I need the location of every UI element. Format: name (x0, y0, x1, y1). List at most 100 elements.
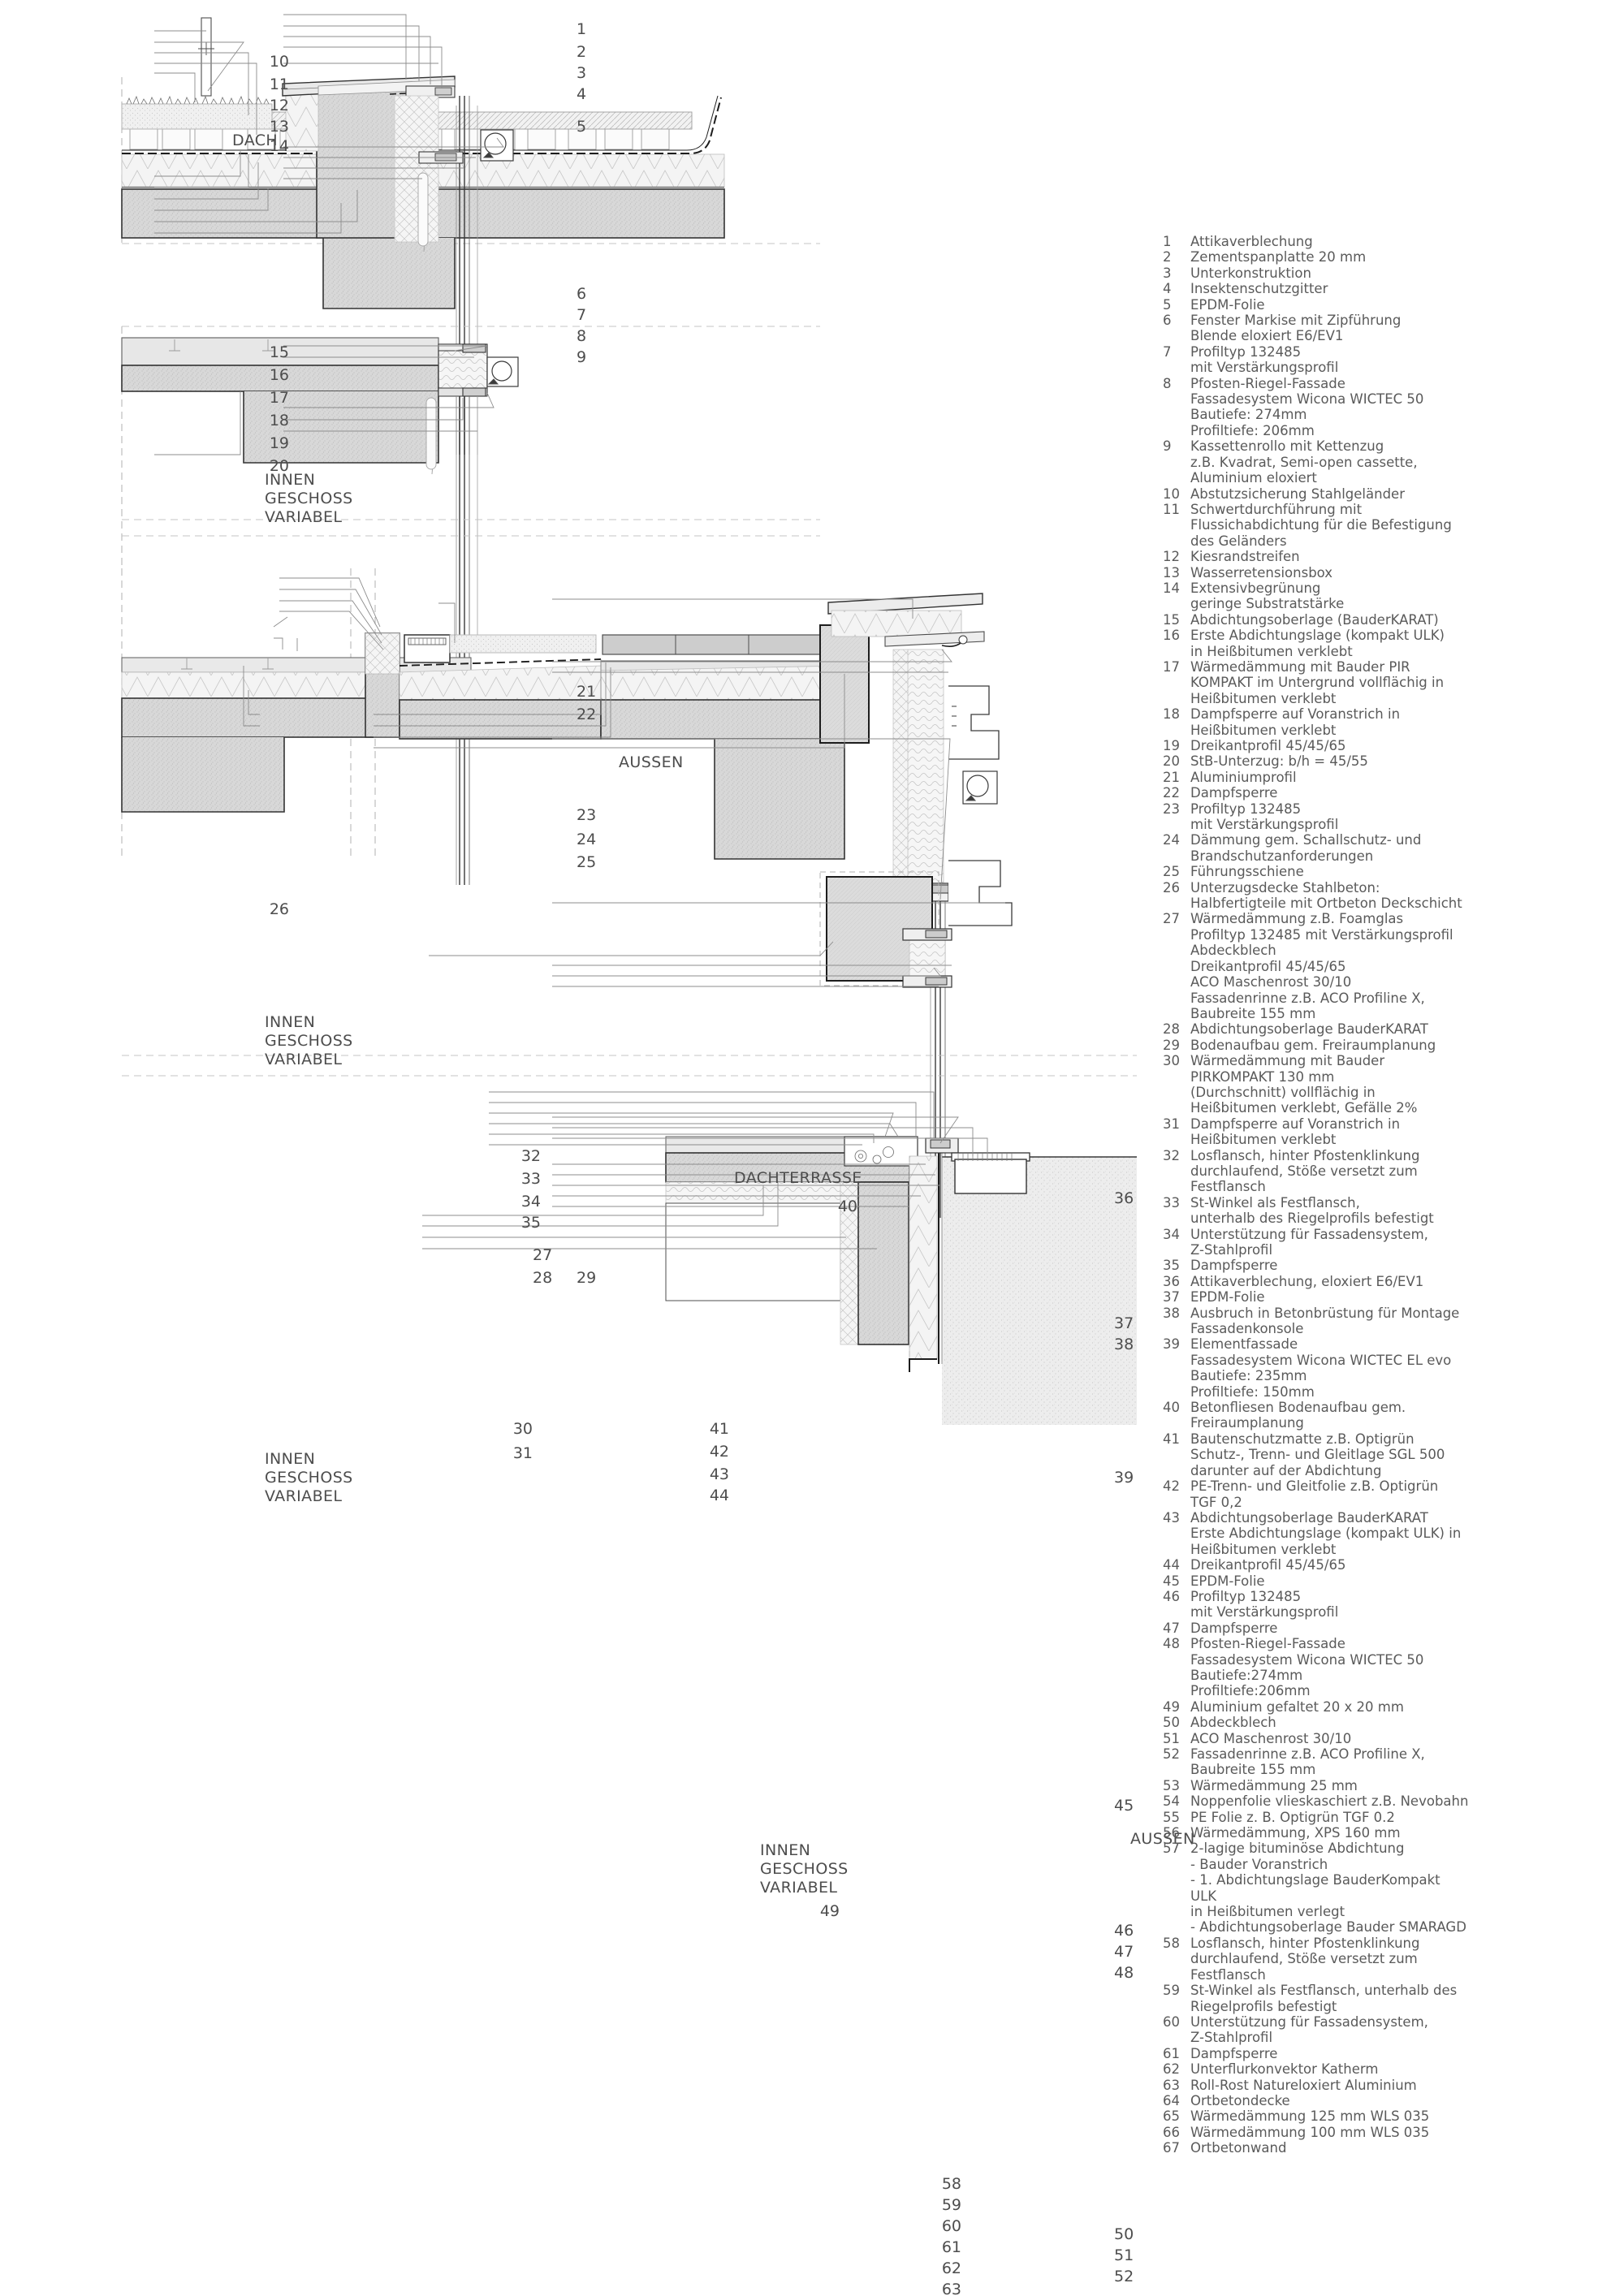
legend-item-line: Pfosten-Riegel-Fassade (1190, 375, 1345, 391)
zone-label-line: GESCHOSS (760, 1860, 849, 1878)
callout-number: 45 (1114, 1797, 1134, 1815)
legend-item-number: 3 (1163, 265, 1172, 281)
legend-item: 54 Noppenfolie vlieskaschiert z.B. Nevoba… (1163, 1793, 1488, 1809)
legend-item-line: unterhalb des Riegelprofils befestigt (1190, 1211, 1434, 1227)
legend-item-number: 42 (1163, 1478, 1180, 1495)
legend-item-number: 60 (1163, 2013, 1180, 2030)
legend-item-text: Dampfsperre (1190, 1621, 1488, 1636)
legend-item-number: 10 (1163, 486, 1180, 502)
legend-item-line: Unterkonstruktion (1190, 265, 1311, 281)
legend-item-number: 55 (1163, 1809, 1180, 1825)
legend-item-line: Abdeckblech (1190, 943, 1276, 959)
zone-label-line: VARIABEL (265, 1487, 343, 1505)
legend-item-line: Blende eloxiert E6/EV1 (1190, 328, 1344, 344)
legend-item-line: PIRKOMPAKT 130 mm (1190, 1068, 1335, 1085)
legend-item-line: Aluminiumprofil (1190, 769, 1297, 785)
legend-item-line: Heißbitumen verklebt (1190, 690, 1337, 706)
callout-number: 63 (941, 2281, 961, 2296)
legend-item-line: Wasserretensionsbox (1190, 564, 1333, 580)
legend-item-number: 1 (1163, 234, 1172, 249)
ground-floor-detail (665, 1136, 1137, 1425)
callout-number: 28 (533, 1269, 553, 1287)
callout-number: 27 (533, 1246, 553, 1264)
legend-item-line: Fassadesystem Wicona WICTEC EL evo (1190, 1352, 1452, 1368)
legend-item-line: TGF 0,2 (1190, 1494, 1242, 1510)
legend-item-text: Noppenfolie vlieskaschiert z.B. Nevobahn (1190, 1793, 1488, 1809)
legend-item-line: Wärmedämmung 100 mm WLS 035 (1190, 2124, 1430, 2140)
legend-item-text: Dampfsperre (1190, 1258, 1488, 1273)
legend-item-number: 23 (1163, 801, 1180, 817)
legend-item-line: Zementspanplatte 20 mm (1190, 249, 1367, 265)
zone-label-line: VARIABEL (760, 1879, 838, 1897)
legend-item-number: 45 (1163, 1573, 1180, 1589)
legend-item-number: 35 (1163, 1258, 1180, 1274)
legend-item-text: Attikaverblechung, eloxiert E6/EV1 (1190, 1274, 1488, 1289)
legend-item-number: 9 (1163, 438, 1172, 455)
legend-item-line: Heißbitumen verklebt (1190, 1541, 1337, 1557)
legend-item-text: Unterzugsdecke Stahlbeton:Halbfertigteil… (1190, 880, 1488, 912)
zone-label-line: INNEN (760, 1841, 811, 1859)
legend-item-line: durchlaufend, Stöße versetzt zum (1190, 1951, 1418, 1967)
legend-item-number: 53 (1163, 1777, 1180, 1793)
legend-item-line: - 1. Abdichtungslage BauderKompakt (1190, 1872, 1440, 1888)
legend-item-line: Ortbetondecke (1190, 2092, 1290, 2108)
legend-item-number: 67 (1163, 2140, 1180, 2156)
legend-item-line: Profiltyp 132485 (1190, 801, 1302, 817)
legend-item-line: mit Verstärkungsprofil (1190, 1604, 1339, 1621)
legend-item-number: 11 (1163, 501, 1180, 517)
zone-label-line: VARIABEL (265, 508, 343, 526)
legend-item: 3 Unterkonstruktion (1163, 265, 1488, 281)
legend-item-line: (Durchschnitt) vollflächig in (1190, 1084, 1376, 1100)
legend-item-number: 38 (1163, 1305, 1180, 1321)
zone-label-line: GESCHOSS (265, 1032, 353, 1050)
callout-number: 37 (1114, 1314, 1134, 1332)
legend-item-number: 19 (1163, 738, 1180, 753)
legend-item-number: 41 (1163, 1431, 1180, 1447)
legend-item-line: Abstutzsicherung Stahlgeländer (1190, 486, 1405, 502)
legend-item-number: 7 (1163, 343, 1172, 360)
legend-item-number: 63 (1163, 2077, 1180, 2093)
legend-item-number: 54 (1163, 1793, 1180, 1810)
legend-item-line: Unterzugsdecke Stahlbeton: (1190, 879, 1380, 896)
zone-label-line: INNEN (265, 1013, 316, 1031)
legend-item-text: EPDM-Folie (1190, 297, 1488, 313)
legend-item-text: Betonfliesen Bodenaufbau gem.Freiraumpla… (1190, 1400, 1488, 1431)
callout-number: 6 (577, 285, 587, 303)
legend-item-line: Kassettenrollo mit Kettenzug (1190, 438, 1384, 455)
legend-item-number: 18 (1163, 706, 1180, 723)
legend-item-number: 6 (1163, 313, 1172, 329)
legend-item-number: 59 (1163, 1983, 1180, 1999)
callout-number: 23 (577, 806, 597, 824)
legend-item-line: ACO Maschenrost 30/10 (1190, 1730, 1352, 1746)
legend-item-number: 13 (1163, 564, 1180, 580)
legend-item-line: Baubreite 155 mm (1190, 1005, 1316, 1021)
legend-item-line: Abdichtungsoberlage BauderKARAT (1190, 1021, 1428, 1038)
callout-number: 12 (269, 97, 289, 114)
